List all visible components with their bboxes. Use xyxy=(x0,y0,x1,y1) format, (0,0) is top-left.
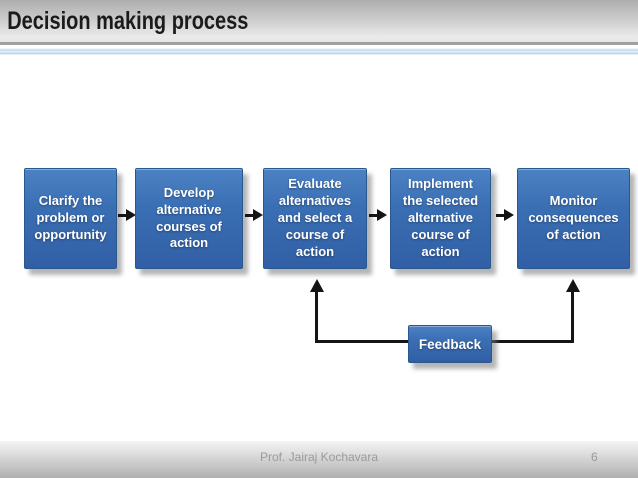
arrow-up-icon xyxy=(310,279,324,292)
title-accent-bar xyxy=(0,48,638,55)
arrow-shaft xyxy=(369,214,379,217)
arrow-head xyxy=(377,209,387,221)
process-step-label: Develop alternative courses of action xyxy=(156,184,222,251)
process-step-label: Evaluate alternatives and select a cours… xyxy=(277,176,353,259)
arrow-head xyxy=(253,209,263,221)
arrow-head xyxy=(504,209,514,221)
process-step-monitor: Monitor consequences of action xyxy=(517,168,630,269)
arrow-shaft xyxy=(245,214,255,217)
process-step-label: Monitor consequences of action xyxy=(528,193,619,242)
process-step-label: Clarify the problem or opportunity xyxy=(34,193,107,242)
arrow-right-icon xyxy=(118,209,136,222)
feedback-label: Feedback xyxy=(418,336,482,352)
feedback-line-up-left xyxy=(315,291,318,343)
process-step-evaluate: Evaluate alternatives and select a cours… xyxy=(263,168,367,269)
feedback-line-right xyxy=(492,340,573,343)
process-step-develop: Develop alternative courses of action xyxy=(135,168,243,269)
slide-footer: Prof. Jairaj Kochavara 6 xyxy=(0,441,638,478)
arrow-shaft xyxy=(496,214,506,217)
slide-title: Decision making process xyxy=(7,7,249,35)
arrow-shaft xyxy=(118,214,128,217)
feedback-box: Feedback xyxy=(408,325,492,363)
process-step-label: Implement the selected alternative cours… xyxy=(402,176,479,259)
process-step-implement: Implement the selected alternative cours… xyxy=(390,168,491,269)
arrow-right-icon xyxy=(245,209,263,222)
title-bar: Decision making process xyxy=(0,0,638,45)
footer-author: Prof. Jairaj Kochavara xyxy=(259,450,379,464)
page-number: 6 xyxy=(591,450,598,464)
arrow-head xyxy=(126,209,136,221)
process-step-clarify: Clarify the problem or opportunity xyxy=(24,168,117,269)
feedback-line-up-right xyxy=(571,291,574,343)
arrow-right-icon xyxy=(496,209,514,222)
feedback-line-left xyxy=(316,340,408,343)
arrow-right-icon xyxy=(369,209,387,222)
arrow-up-icon xyxy=(566,279,580,292)
